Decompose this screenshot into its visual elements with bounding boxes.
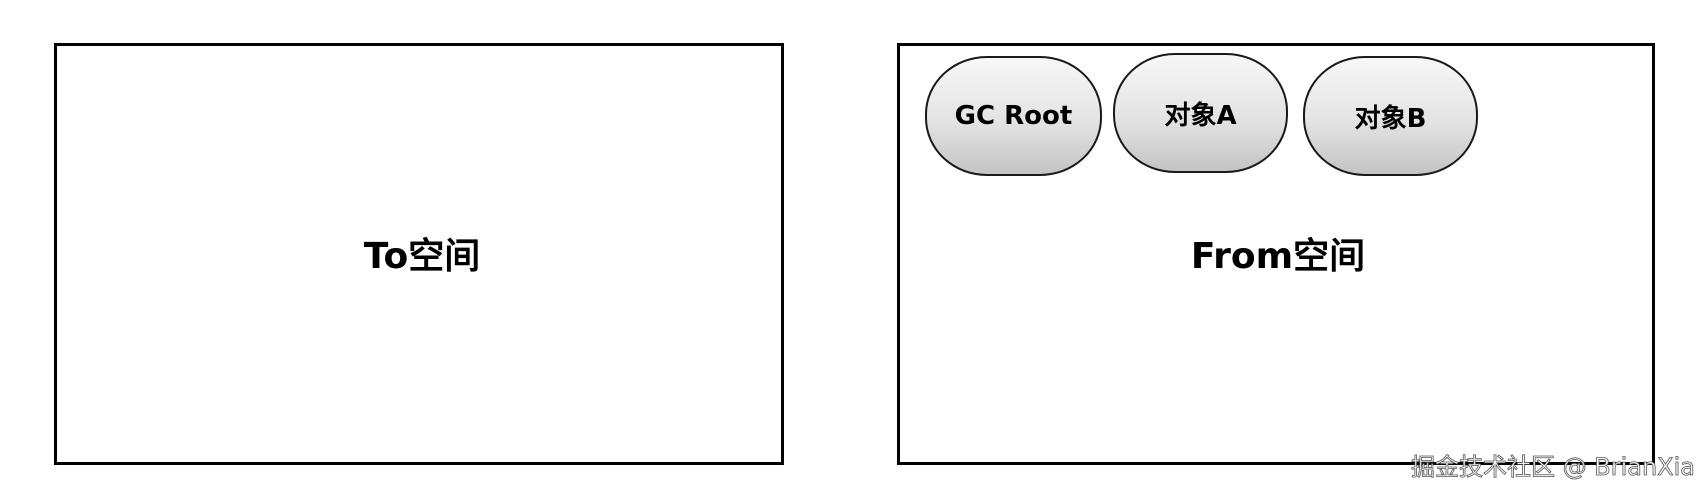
- watermark: 掘金技术社区 @ BrianXia: [1411, 453, 1696, 482]
- object-a-node: 对象A: [1113, 53, 1288, 173]
- to-space-region: To空间: [54, 43, 784, 465]
- gc-root-node: GC Root: [925, 56, 1102, 176]
- from-space-label: From空间: [1190, 236, 1366, 277]
- to-space-label: To空间: [363, 236, 481, 277]
- object-b-node: 对象B: [1303, 56, 1478, 176]
- from-space-region: GC Root 对象A 对象B From空间: [897, 43, 1655, 465]
